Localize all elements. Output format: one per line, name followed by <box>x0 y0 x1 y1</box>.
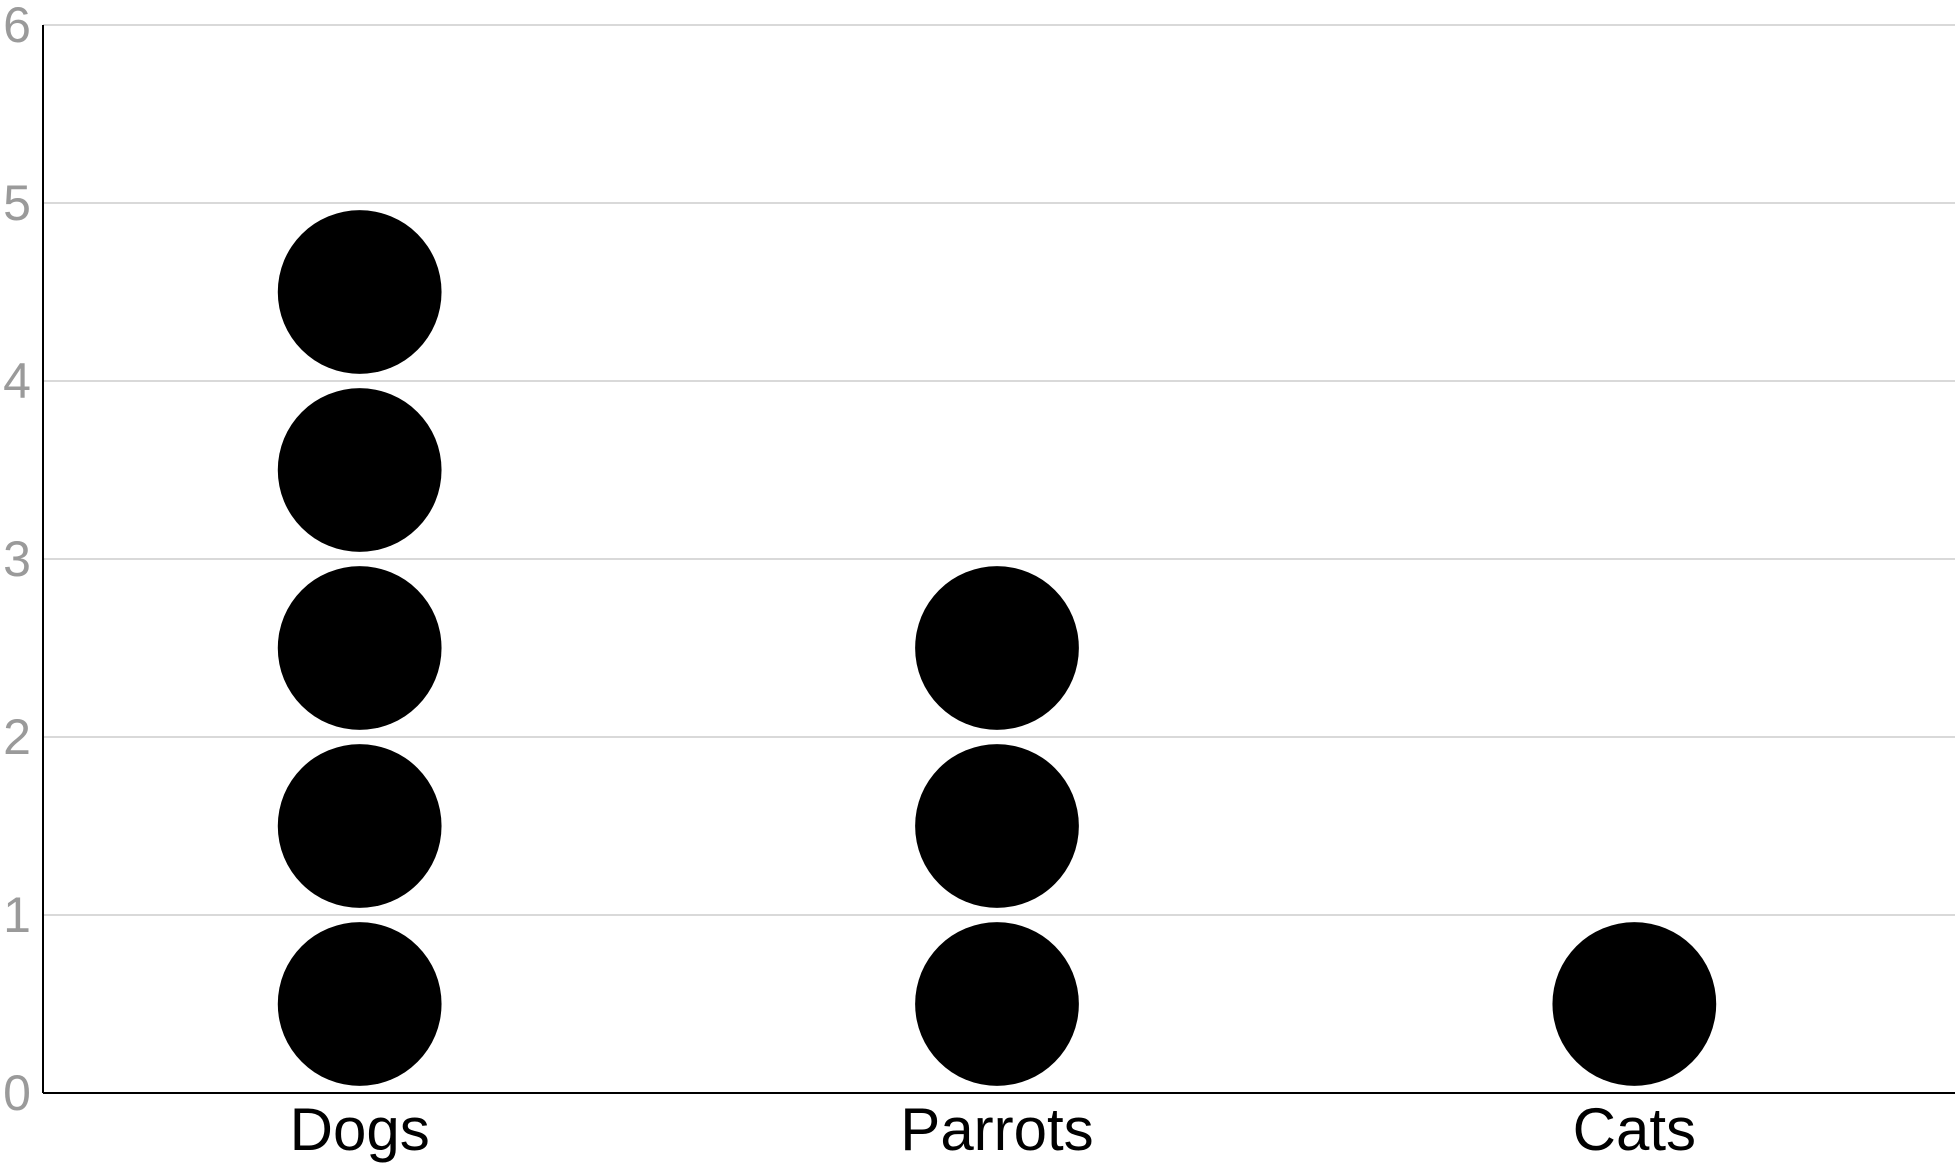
y-tick-label-4: 4 <box>3 353 31 409</box>
x-tick-labels: Dogs Parrots Cats <box>290 1096 1696 1163</box>
dot-dogs-3 <box>277 566 442 730</box>
dot-dogs-4 <box>277 388 442 552</box>
dots <box>277 210 1717 1086</box>
dot-parrots-3 <box>915 566 1079 730</box>
y-tick-label-0: 0 <box>3 1065 31 1121</box>
gridlines <box>43 24 1955 916</box>
axes <box>42 25 1955 1094</box>
y-tick-label-3: 3 <box>3 531 31 587</box>
dot-dogs-5 <box>277 210 442 374</box>
dot-dogs-2 <box>277 744 442 908</box>
x-tick-label-dogs: Dogs <box>290 1096 430 1163</box>
y-tick-label-1: 1 <box>3 887 31 943</box>
dot-dogs-1 <box>277 922 442 1086</box>
dot-cats-1 <box>1552 922 1717 1086</box>
y-tick-label-2: 2 <box>3 709 31 765</box>
y-tick-label-6: 6 <box>3 0 31 53</box>
y-tick-label-5: 5 <box>3 175 31 231</box>
x-tick-label-parrots: Parrots <box>900 1096 1093 1163</box>
y-tick-labels: 0 1 2 3 4 5 6 <box>3 0 31 1121</box>
dot-parrots-1 <box>915 922 1079 1086</box>
x-tick-label-cats: Cats <box>1573 1096 1696 1163</box>
dot-parrots-2 <box>915 744 1079 908</box>
